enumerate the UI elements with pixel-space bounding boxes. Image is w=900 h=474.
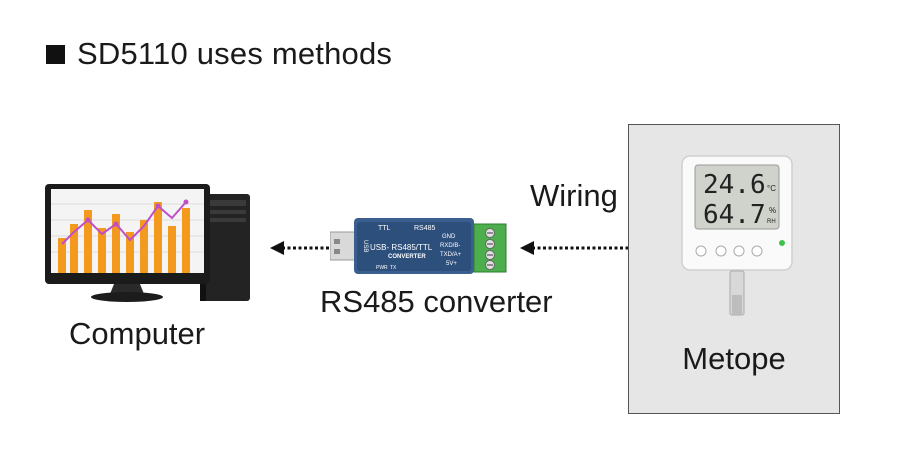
display-humidity: 64.7 bbox=[703, 200, 766, 230]
converter-rs485-text: RS485 bbox=[414, 225, 436, 232]
converter-sub-text: CONVERTER bbox=[388, 254, 426, 260]
page-title: SD5110 uses methods bbox=[46, 36, 392, 72]
page-title-text: SD5110 uses methods bbox=[77, 36, 393, 71]
converter-txd-text: TXD/A+ bbox=[440, 252, 462, 258]
metope-panel: 24.6 °C 64.7 % RH Metope bbox=[628, 124, 840, 414]
rs485-converter-device: TTL RS485 USB- RS485/TTL CONVERTER USB G… bbox=[330, 218, 507, 274]
converter-model-text: USB- RS485/TTL bbox=[370, 243, 433, 252]
arrow-to-converter bbox=[520, 241, 640, 255]
converter-label: RS485 converter bbox=[320, 284, 553, 319]
bullet-square-icon bbox=[46, 44, 65, 64]
arrow-to-computer bbox=[270, 241, 334, 255]
converter-tx-text: TX bbox=[390, 265, 397, 271]
converter-pwr-text: PWR bbox=[376, 265, 388, 271]
display-hum-unit-rh: RH bbox=[767, 219, 776, 225]
wiring-label: Wiring bbox=[530, 178, 618, 213]
converter-5v-text: 5V+ bbox=[446, 261, 457, 267]
converter-gnd-text: GND bbox=[442, 234, 456, 240]
converter-ttl-text: TTL bbox=[378, 225, 391, 232]
converter-usb-text: USB bbox=[362, 240, 368, 252]
converter-rxd-text: RXD/B- bbox=[440, 243, 460, 249]
computer-icon bbox=[45, 184, 250, 302]
display-temperature: 24.6 bbox=[703, 170, 766, 200]
display-hum-unit: % bbox=[769, 206, 776, 215]
display-temp-unit: °C bbox=[767, 184, 776, 193]
temperature-humidity-sensor-icon: 24.6 °C 64.7 % RH bbox=[681, 155, 793, 316]
metope-label: Metope bbox=[682, 341, 786, 376]
computer-label: Computer bbox=[69, 316, 206, 351]
